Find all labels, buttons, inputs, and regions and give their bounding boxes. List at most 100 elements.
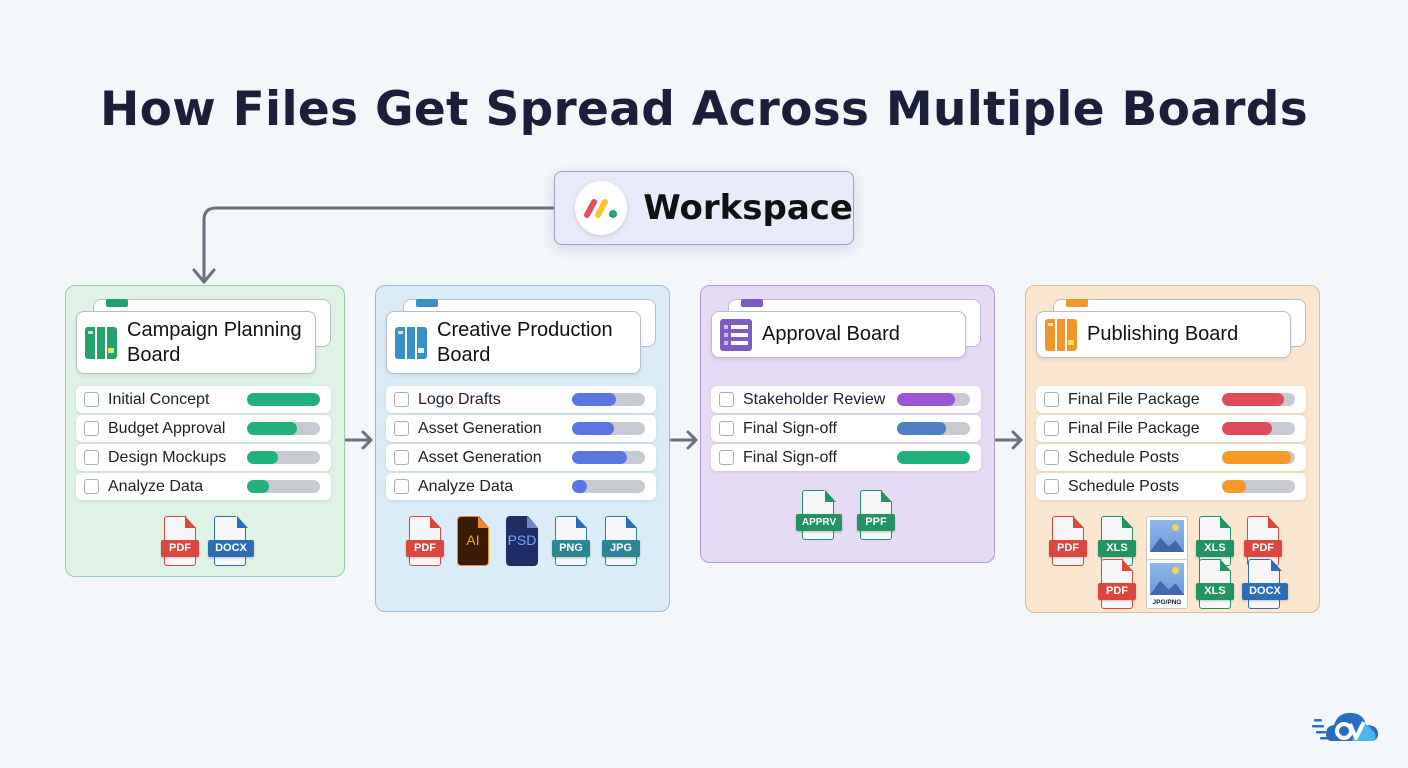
task-checkbox[interactable] bbox=[1044, 479, 1059, 494]
task-label: Schedule Posts bbox=[1068, 477, 1180, 495]
docx-file-icon[interactable]: DOCX bbox=[208, 516, 254, 566]
jpg-png-file-icon[interactable]: JPG/PNG bbox=[1146, 559, 1188, 609]
xls-file-icon[interactable]: XLS bbox=[1196, 516, 1234, 566]
ai-file-icon[interactable]: AI bbox=[454, 516, 492, 566]
task-label: Design Mockups bbox=[108, 448, 227, 466]
list-icon bbox=[720, 318, 752, 351]
board-title-line2: Board bbox=[127, 343, 181, 366]
xls-file-icon[interactable]: XLS bbox=[1098, 516, 1136, 566]
board-approval[interactable]: Approval Board Stakeholder Review Final … bbox=[700, 285, 995, 563]
board-header[interactable]: Creative Production Board bbox=[386, 311, 641, 374]
docx-file-icon[interactable]: DOCX bbox=[1242, 559, 1288, 609]
task-checkbox[interactable] bbox=[84, 450, 99, 465]
board-header[interactable]: Campaign Planning Board bbox=[76, 311, 316, 374]
task-row[interactable]: Final File Package bbox=[1036, 415, 1306, 442]
task-row[interactable]: Final Sign-off bbox=[711, 444, 981, 471]
task-checkbox[interactable] bbox=[1044, 450, 1059, 465]
task-list: Initial Concept Budget Approval Design M… bbox=[76, 386, 331, 502]
task-checkbox[interactable] bbox=[394, 421, 409, 436]
task-label: Asset Generation bbox=[418, 448, 542, 466]
task-label: Final Sign-off bbox=[743, 448, 837, 466]
task-checkbox[interactable] bbox=[719, 392, 734, 407]
kanban-board-icon bbox=[85, 326, 117, 359]
progress-bar bbox=[897, 451, 970, 464]
workspace-connector bbox=[202, 206, 556, 284]
diagram-title: How Files Get Spread Across Multiple Boa… bbox=[100, 82, 1308, 137]
task-row[interactable]: Design Mockups bbox=[76, 444, 331, 471]
ppf-file-icon[interactable]: PPF bbox=[857, 490, 895, 540]
task-row[interactable]: Final File Package bbox=[1036, 386, 1306, 413]
progress-bar bbox=[897, 393, 970, 406]
xls-file-icon[interactable]: XLS bbox=[1196, 559, 1234, 609]
task-checkbox[interactable] bbox=[394, 479, 409, 494]
progress-bar bbox=[572, 480, 645, 493]
task-checkbox[interactable] bbox=[1044, 392, 1059, 407]
apprv-file-icon[interactable]: APPRV bbox=[796, 490, 842, 540]
task-label: Final Sign-off bbox=[743, 419, 837, 437]
progress-bar bbox=[897, 422, 970, 435]
task-row[interactable]: Stakeholder Review bbox=[711, 386, 981, 413]
board-creative-production[interactable]: Creative Production Board Logo Drafts As… bbox=[375, 285, 670, 612]
board-title: Approval Board bbox=[762, 323, 900, 345]
monday-logo-icon bbox=[575, 181, 628, 235]
kanban-board-icon bbox=[1045, 318, 1077, 351]
workspace-node[interactable]: Workspace bbox=[554, 171, 854, 245]
pdf-file-icon[interactable]: PDF bbox=[406, 516, 444, 566]
task-label: Analyze Data bbox=[108, 477, 204, 495]
task-checkbox[interactable] bbox=[84, 392, 99, 407]
board-header[interactable]: Approval Board bbox=[711, 311, 966, 358]
task-row[interactable]: Schedule Posts bbox=[1036, 444, 1306, 471]
task-row[interactable]: Schedule Posts bbox=[1036, 473, 1306, 500]
kanban-board-icon bbox=[395, 326, 427, 359]
task-label: Budget Approval bbox=[108, 419, 226, 437]
task-list: Stakeholder Review Final Sign-off Final … bbox=[711, 386, 981, 473]
pdf-file-icon[interactable]: PDF bbox=[1098, 559, 1136, 609]
task-label: Stakeholder Review bbox=[743, 390, 886, 408]
board-campaign-planning[interactable]: Campaign Planning Board Initial Concept … bbox=[65, 285, 345, 577]
task-checkbox[interactable] bbox=[719, 450, 734, 465]
task-row[interactable]: Asset Generation bbox=[386, 415, 656, 442]
board-title-line1: Creative Production bbox=[437, 318, 613, 341]
psd-file-icon[interactable]: PSD bbox=[503, 516, 541, 566]
board-title-line2: Board bbox=[437, 343, 491, 366]
progress-bar bbox=[572, 422, 645, 435]
pdf-file-icon[interactable]: PDF bbox=[1244, 516, 1282, 566]
task-checkbox[interactable] bbox=[719, 421, 734, 436]
task-row[interactable]: Analyze Data bbox=[76, 473, 331, 500]
image-file-icon[interactable] bbox=[1146, 516, 1188, 566]
progress-bar bbox=[247, 393, 320, 406]
task-row[interactable]: Initial Concept bbox=[76, 386, 331, 413]
progress-bar bbox=[247, 451, 320, 464]
progress-bar bbox=[247, 422, 320, 435]
cloud-brand-logo-icon bbox=[1312, 706, 1382, 751]
progress-bar bbox=[1222, 422, 1295, 435]
progress-bar bbox=[572, 393, 645, 406]
task-label: Schedule Posts bbox=[1068, 448, 1180, 466]
board-title-line1: Campaign Planning bbox=[127, 318, 302, 341]
task-row[interactable]: Budget Approval bbox=[76, 415, 331, 442]
progress-bar bbox=[1222, 451, 1295, 464]
task-label: Asset Generation bbox=[418, 419, 542, 437]
pdf-file-icon[interactable]: PDF bbox=[161, 516, 199, 566]
task-checkbox[interactable] bbox=[84, 421, 99, 436]
pdf-file-icon[interactable]: PDF bbox=[1049, 516, 1087, 566]
board-header[interactable]: Publishing Board bbox=[1036, 311, 1291, 358]
task-checkbox[interactable] bbox=[394, 450, 409, 465]
task-row[interactable]: Final Sign-off bbox=[711, 415, 981, 442]
progress-bar bbox=[247, 480, 320, 493]
task-label: Final File Package bbox=[1068, 419, 1200, 437]
png-file-icon[interactable]: PNG bbox=[552, 516, 590, 566]
task-checkbox[interactable] bbox=[84, 479, 99, 494]
task-label: Analyze Data bbox=[418, 477, 514, 495]
task-row[interactable]: Logo Drafts bbox=[386, 386, 656, 413]
board-publishing[interactable]: Publishing Board Final File Package Fina… bbox=[1025, 285, 1320, 613]
task-label: Initial Concept bbox=[108, 390, 210, 408]
task-checkbox[interactable] bbox=[394, 392, 409, 407]
jpg-file-icon[interactable]: JPG bbox=[602, 516, 640, 566]
task-checkbox[interactable] bbox=[1044, 421, 1059, 436]
task-label: Final File Package bbox=[1068, 390, 1200, 408]
task-row[interactable]: Analyze Data bbox=[386, 473, 656, 500]
task-row[interactable]: Asset Generation bbox=[386, 444, 656, 471]
progress-bar bbox=[1222, 393, 1295, 406]
